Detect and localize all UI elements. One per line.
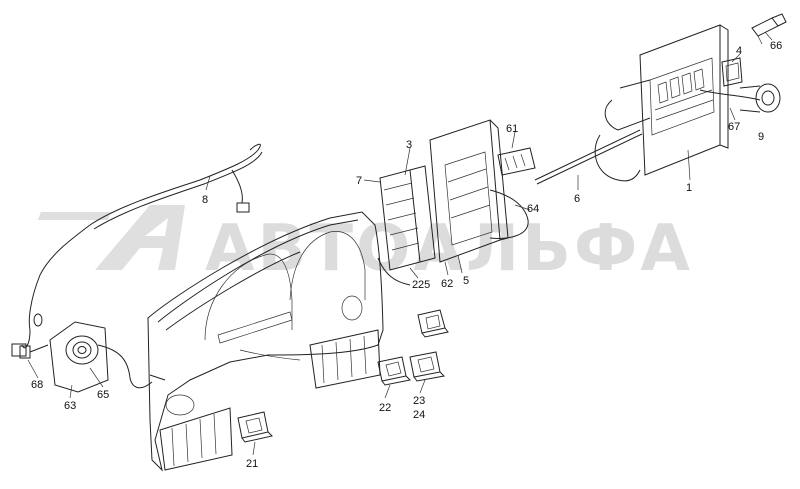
callout-1: 1 [686, 182, 692, 194]
callout-24: 24 [413, 409, 425, 421]
callout-67: 67 [728, 121, 740, 133]
callout-22: 22 [379, 402, 391, 414]
callout-7: 7 [356, 175, 362, 187]
callout-3: 3 [406, 139, 412, 151]
callout-5: 5 [463, 275, 469, 287]
switch-21 [237, 411, 273, 443]
switch-25 [417, 309, 449, 338]
switch-23-24 [409, 351, 446, 382]
wire-harness-8 [21, 143, 263, 349]
connector-4 [721, 57, 743, 87]
callout-8: 8 [202, 194, 208, 206]
grommet-9 [739, 83, 781, 113]
callout-23: 23 [413, 395, 425, 407]
instrument-panel [147, 211, 384, 472]
callout-9: 9 [758, 131, 764, 143]
watermark-text: АВТОАЛЬФА [205, 212, 693, 286]
socket-assembly-63-65 [49, 321, 166, 393]
callout-66: 66 [770, 40, 782, 52]
connector-68 [11, 343, 49, 359]
switch-22 [377, 356, 412, 386]
plug-66 [751, 13, 787, 45]
callout-6: 6 [574, 193, 580, 205]
callout-2: 2 [412, 279, 418, 291]
connector-61 [497, 147, 536, 176]
fuse-block-3 [377, 165, 436, 286]
callout-65: 65 [97, 389, 109, 401]
callout-68: 68 [31, 379, 43, 391]
callout-4: 4 [736, 45, 742, 57]
leader-lines [27, 31, 773, 456]
callout-63: 63 [64, 400, 76, 412]
bracket-5 [429, 119, 509, 263]
callout-21: 21 [246, 458, 258, 470]
callout-labels: 66 4 61 3 67 9 7 1 6 8 64 2 5 62 25 68 6… [31, 40, 782, 470]
wire-64 [489, 189, 529, 239]
callout-61: 61 [506, 123, 518, 135]
callout-25: 25 [418, 279, 430, 291]
central-electric-panel-1 [604, 24, 761, 176]
cable-6 [534, 129, 643, 185]
callout-64: 64 [527, 203, 539, 215]
callout-62: 62 [441, 278, 453, 290]
watermark-logo: АВТОАЛЬФА [37, 205, 693, 286]
